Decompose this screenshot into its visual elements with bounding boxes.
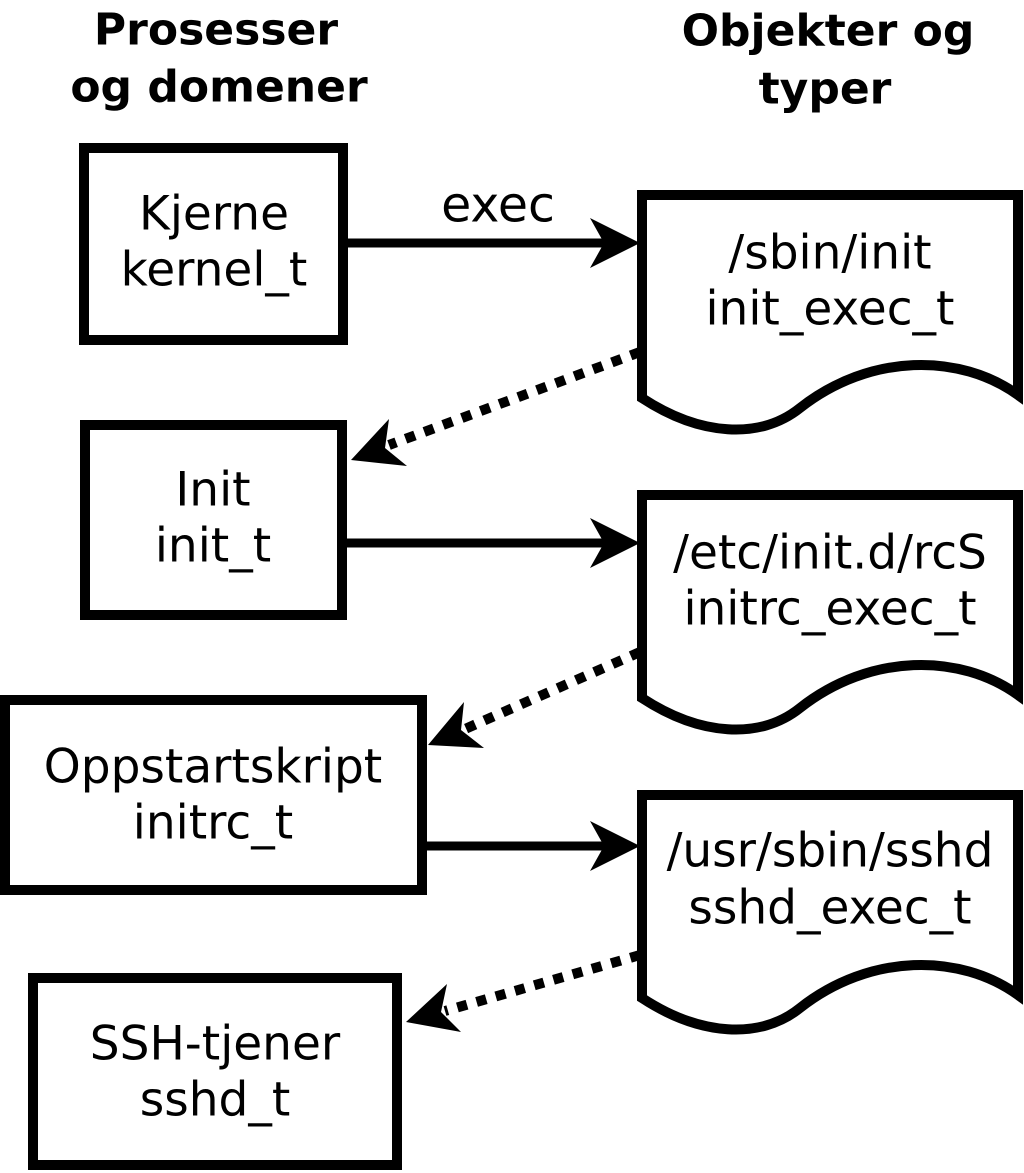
arrowhead-icon (590, 821, 640, 871)
arrowhead-icon (351, 419, 407, 466)
box-kernel-name: Kjerne (139, 187, 289, 242)
box-initscript-type: initrc_t (133, 796, 293, 851)
box-init (80, 420, 347, 620)
dotted-arrow-sshd-to-ssh-server (406, 950, 642, 1032)
header-processes-line2: og domener (70, 62, 368, 113)
exec-arrow-label: exec (441, 177, 555, 234)
document-etc-initd-rcs-path: /etc/init.d/rcS (673, 526, 987, 581)
document-etc-initd-rcs-type: initrc_exec_t (683, 582, 976, 637)
arrow-kernel-to-sbin-init (346, 218, 640, 268)
box-initscript (0, 695, 427, 895)
box-kernel-type: kernel_t (121, 243, 308, 298)
document-sbin-init (637, 190, 1023, 435)
arrowhead-icon (406, 984, 461, 1032)
box-ssh-server-name: SSH-tjener (90, 1017, 341, 1072)
arrow-initscript-to-sshd (424, 821, 640, 871)
header-processes-line1: Prosesser (94, 5, 338, 56)
box-kernel (79, 143, 348, 345)
document-sbin-init-path: /sbin/init (728, 226, 931, 281)
box-init-type: init_t (155, 519, 271, 574)
arrowhead-icon (590, 218, 640, 268)
box-ssh-server-type: sshd_t (140, 1073, 291, 1128)
document-usr-sbin-sshd (637, 790, 1023, 1035)
document-usr-sbin-sshd-type: sshd_exec_t (688, 881, 971, 936)
box-ssh-server (28, 973, 402, 1170)
arrow-init-to-rcs (345, 518, 640, 568)
document-etc-initd-rcs (637, 490, 1023, 735)
header-objects-line1: Objekter og (682, 6, 975, 57)
arrowhead-icon (428, 702, 484, 748)
document-sbin-init-type: init_exec_t (706, 282, 955, 337)
box-initscript-name: Oppstartskript (44, 740, 382, 795)
arrowhead-icon (590, 518, 640, 568)
header-objects-line2: typer (759, 64, 892, 115)
document-usr-sbin-sshd-path: /usr/sbin/sshd (667, 824, 994, 879)
dotted-arrow-rcs-to-initscript (428, 647, 643, 748)
box-init-name: Init (175, 463, 250, 518)
dotted-arrow-sbin-init-to-init (351, 347, 642, 466)
